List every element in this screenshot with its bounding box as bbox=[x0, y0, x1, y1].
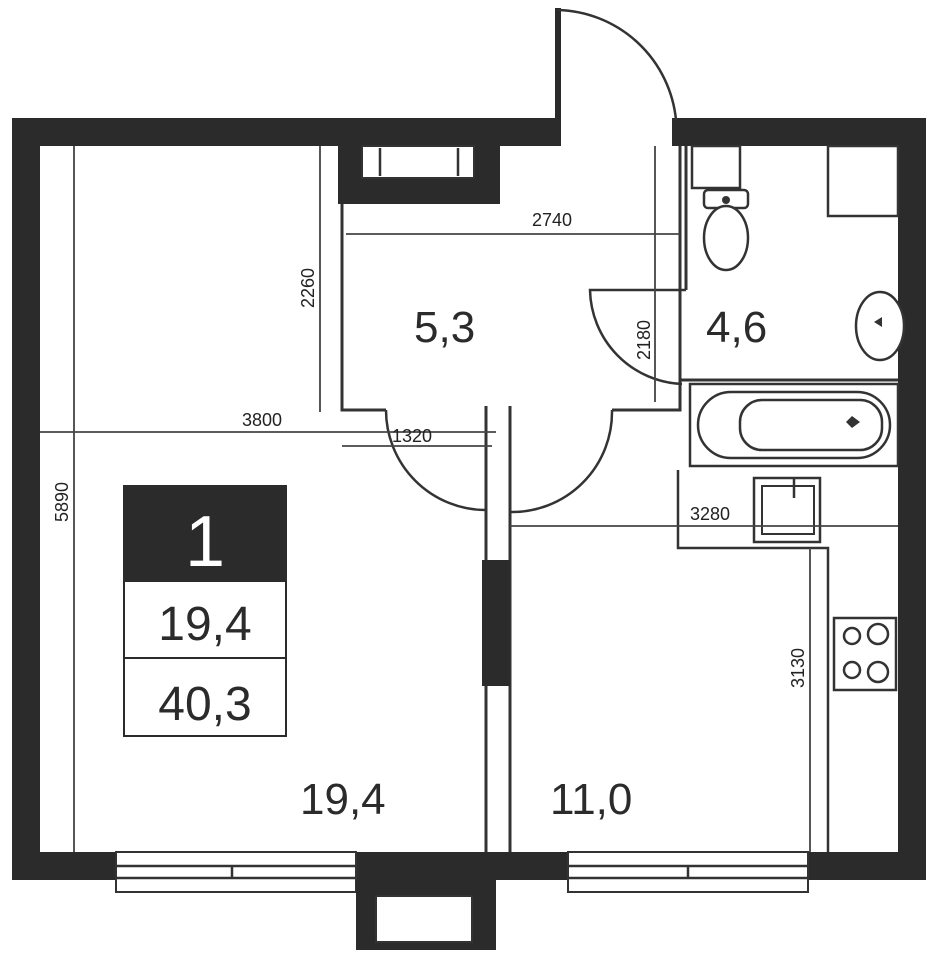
dimension-lines bbox=[40, 146, 898, 852]
closet bbox=[338, 145, 500, 204]
rooms-count-box bbox=[124, 486, 286, 582]
dim-hall-width: 2740 bbox=[532, 210, 572, 230]
column bbox=[482, 560, 510, 686]
burner-icon bbox=[842, 660, 862, 680]
burner-icon bbox=[866, 660, 890, 684]
kitchen-area: 11,0 bbox=[550, 775, 632, 824]
kitchen-fixtures bbox=[676, 470, 898, 852]
kitchen-door-swing bbox=[509, 409, 614, 514]
burner-icon bbox=[842, 626, 862, 646]
bathtub-drain-icon bbox=[846, 416, 860, 428]
apartment-badge: 1 19,4 40,3 bbox=[123, 485, 287, 737]
rooms-count: 1 bbox=[185, 502, 225, 582]
sink-drain-icon bbox=[874, 317, 882, 327]
badge-living-area: 19,4 bbox=[158, 598, 251, 651]
balcony-window bbox=[375, 895, 473, 943]
dim-bathroom-vertical: 2180 bbox=[634, 320, 654, 360]
hall-partitions bbox=[340, 146, 682, 852]
badge-total-area: 40,3 bbox=[158, 678, 251, 731]
bathroom-door-swing bbox=[588, 288, 686, 386]
living-window bbox=[115, 851, 357, 893]
top-wall-left bbox=[12, 118, 558, 146]
toilet-tank bbox=[690, 144, 742, 190]
entrance-door-swing bbox=[557, 8, 678, 121]
top-wall-right bbox=[672, 118, 926, 146]
dim-hall-opening: 1320 bbox=[392, 426, 432, 446]
dim-living-width: 3800 bbox=[242, 410, 282, 430]
dim-kitchen-height: 3130 bbox=[788, 648, 808, 688]
right-wall bbox=[898, 118, 926, 880]
dim-kitchen-width: 3280 bbox=[690, 504, 730, 524]
living-door-swing bbox=[384, 409, 487, 512]
hall-area: 5,3 bbox=[414, 303, 475, 352]
living-room-area: 19,4 bbox=[300, 775, 386, 824]
left-wall bbox=[12, 118, 40, 880]
washing-machine bbox=[826, 144, 900, 218]
bottom-windows bbox=[115, 851, 809, 950]
toilet-bowl bbox=[702, 204, 750, 272]
entrance-door bbox=[555, 8, 678, 146]
dim-living-height: 5890 bbox=[52, 482, 72, 522]
burner-icon bbox=[866, 622, 890, 646]
toilet-button-icon bbox=[722, 196, 730, 204]
bathroom-area: 4,6 bbox=[706, 303, 767, 352]
sink-bowl bbox=[854, 290, 906, 362]
bathroom bbox=[588, 144, 906, 468]
dim-left-vertical: 2260 bbox=[298, 268, 318, 308]
